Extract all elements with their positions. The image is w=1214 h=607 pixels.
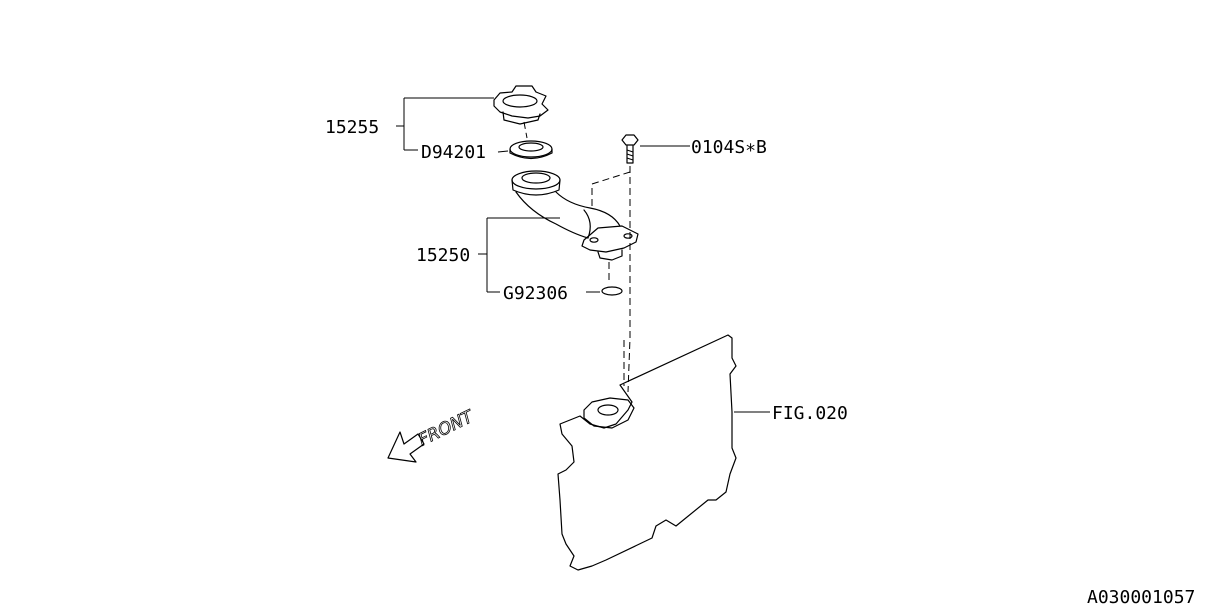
leader-15255 [396, 97, 494, 151]
flange-bolt[interactable] [621, 134, 639, 164]
o-ring[interactable] [601, 286, 623, 296]
leader-15250 [478, 217, 560, 293]
leader-d94201 [497, 150, 509, 153]
front-direction-marker: FRONT [387, 406, 478, 463]
cap-gasket[interactable] [509, 140, 553, 160]
oil-filler-pipe[interactable] [511, 170, 639, 261]
engine-block-outline[interactable] [557, 334, 737, 571]
flange-alignment-line [591, 171, 631, 206]
diagram-code: A030001057 [1087, 587, 1195, 607]
front-text: FRONT [415, 406, 477, 450]
cap-axis-line [523, 121, 528, 139]
label-bolt[interactable]: 0104S∗B [691, 137, 767, 158]
bolt-alignment-line [627, 166, 631, 393]
label-filler-pipe[interactable]: 15250 [416, 245, 470, 266]
oil-filler-cap[interactable] [493, 85, 549, 125]
label-cap-gasket[interactable]: D94201 [421, 142, 486, 163]
front-arrow-icon [387, 431, 425, 463]
label-figure-ref[interactable]: FIG.020 [772, 403, 848, 424]
label-cap-assembly[interactable]: 15255 [325, 117, 379, 138]
label-o-ring[interactable]: G92306 [503, 283, 568, 304]
